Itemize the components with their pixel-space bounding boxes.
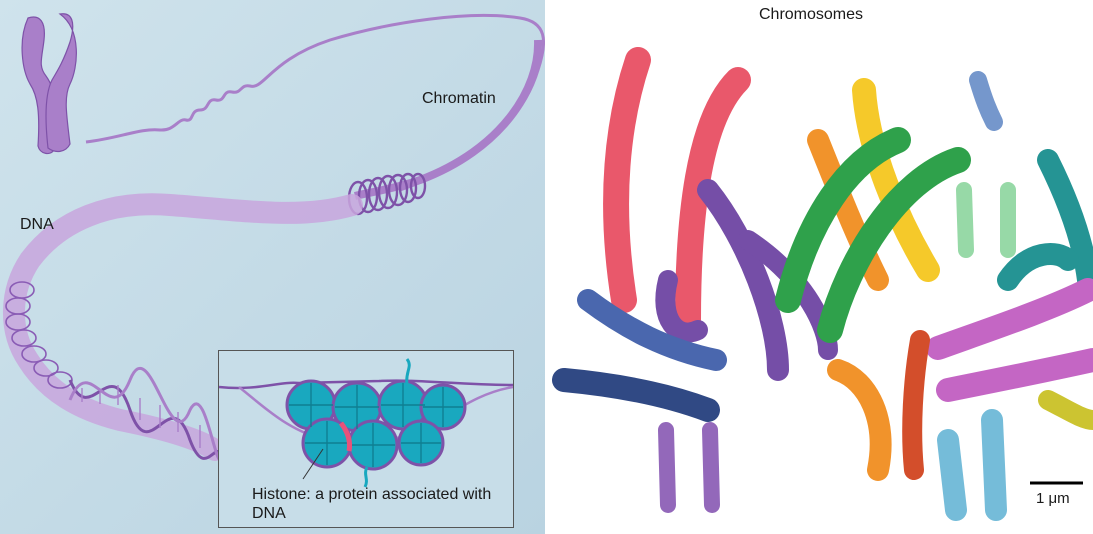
chromosome-light-green-1	[956, 182, 974, 258]
chromosome-teal-1	[1037, 149, 1093, 291]
chromosome-rust-1	[902, 330, 930, 480]
chromosome-x-illustration	[21, 13, 77, 155]
dna-chromatin-panel: Chromatin DNA	[0, 0, 545, 534]
linker-dna	[219, 379, 513, 390]
histone-octamers	[285, 379, 467, 471]
chromosomes-micrograph	[548, 0, 1093, 534]
chromosome-light-blue-top	[969, 71, 1003, 131]
chromosome-light-blue-2	[981, 409, 1007, 521]
chromosome-yellow-1	[852, 78, 940, 282]
chromosome-purple-small-2	[702, 422, 720, 513]
chromosome-navy-1	[552, 368, 720, 422]
nucleosome-fiber	[2, 193, 363, 461]
chromosome-green-1	[775, 127, 911, 313]
nucleosome-rings	[5, 281, 73, 389]
scale-bar-label: 1 μm	[1036, 490, 1070, 507]
chromosome-purple-1	[697, 179, 789, 381]
chromosome-green-2	[817, 147, 971, 343]
chromosome-magenta-1	[926, 278, 1093, 360]
chromosome-orange-1	[807, 129, 889, 291]
nucleosome-illustration	[219, 358, 513, 488]
chromosome-red-2	[675, 67, 751, 333]
chromosomes-title: Chromosomes	[759, 6, 864, 23]
dna-label: DNA	[20, 216, 54, 233]
chromosome-blue-1	[577, 289, 727, 371]
chromosome-olive-1	[1038, 390, 1093, 430]
histone-tail-top	[405, 358, 411, 386]
histone-inset: Histone: a protein associated with DNA	[218, 350, 514, 528]
chromatin-label: Chromatin	[422, 90, 496, 107]
histone-tail-bottom	[363, 466, 369, 488]
chromosome-light-blue-1	[937, 429, 967, 521]
histone-label: Histone: a protein associated with DNA	[252, 486, 492, 522]
chromosome-teal-2	[997, 243, 1079, 291]
chromosome-red-1	[603, 47, 651, 313]
chromatin-fiber	[85, 13, 545, 192]
chromosome-orange-2	[827, 359, 892, 481]
chromosomes-micrograph-panel: Chromosomes 1 μm	[548, 0, 1093, 534]
histone-dividers	[289, 383, 463, 467]
chromosome-magenta-2	[936, 348, 1093, 402]
chromosome-purple-small-1	[658, 422, 676, 513]
histone-pointer-line	[302, 448, 324, 480]
linker-highlight	[338, 421, 352, 452]
dna-double-helix	[68, 366, 224, 463]
chromosome-purple-2	[655, 270, 708, 343]
